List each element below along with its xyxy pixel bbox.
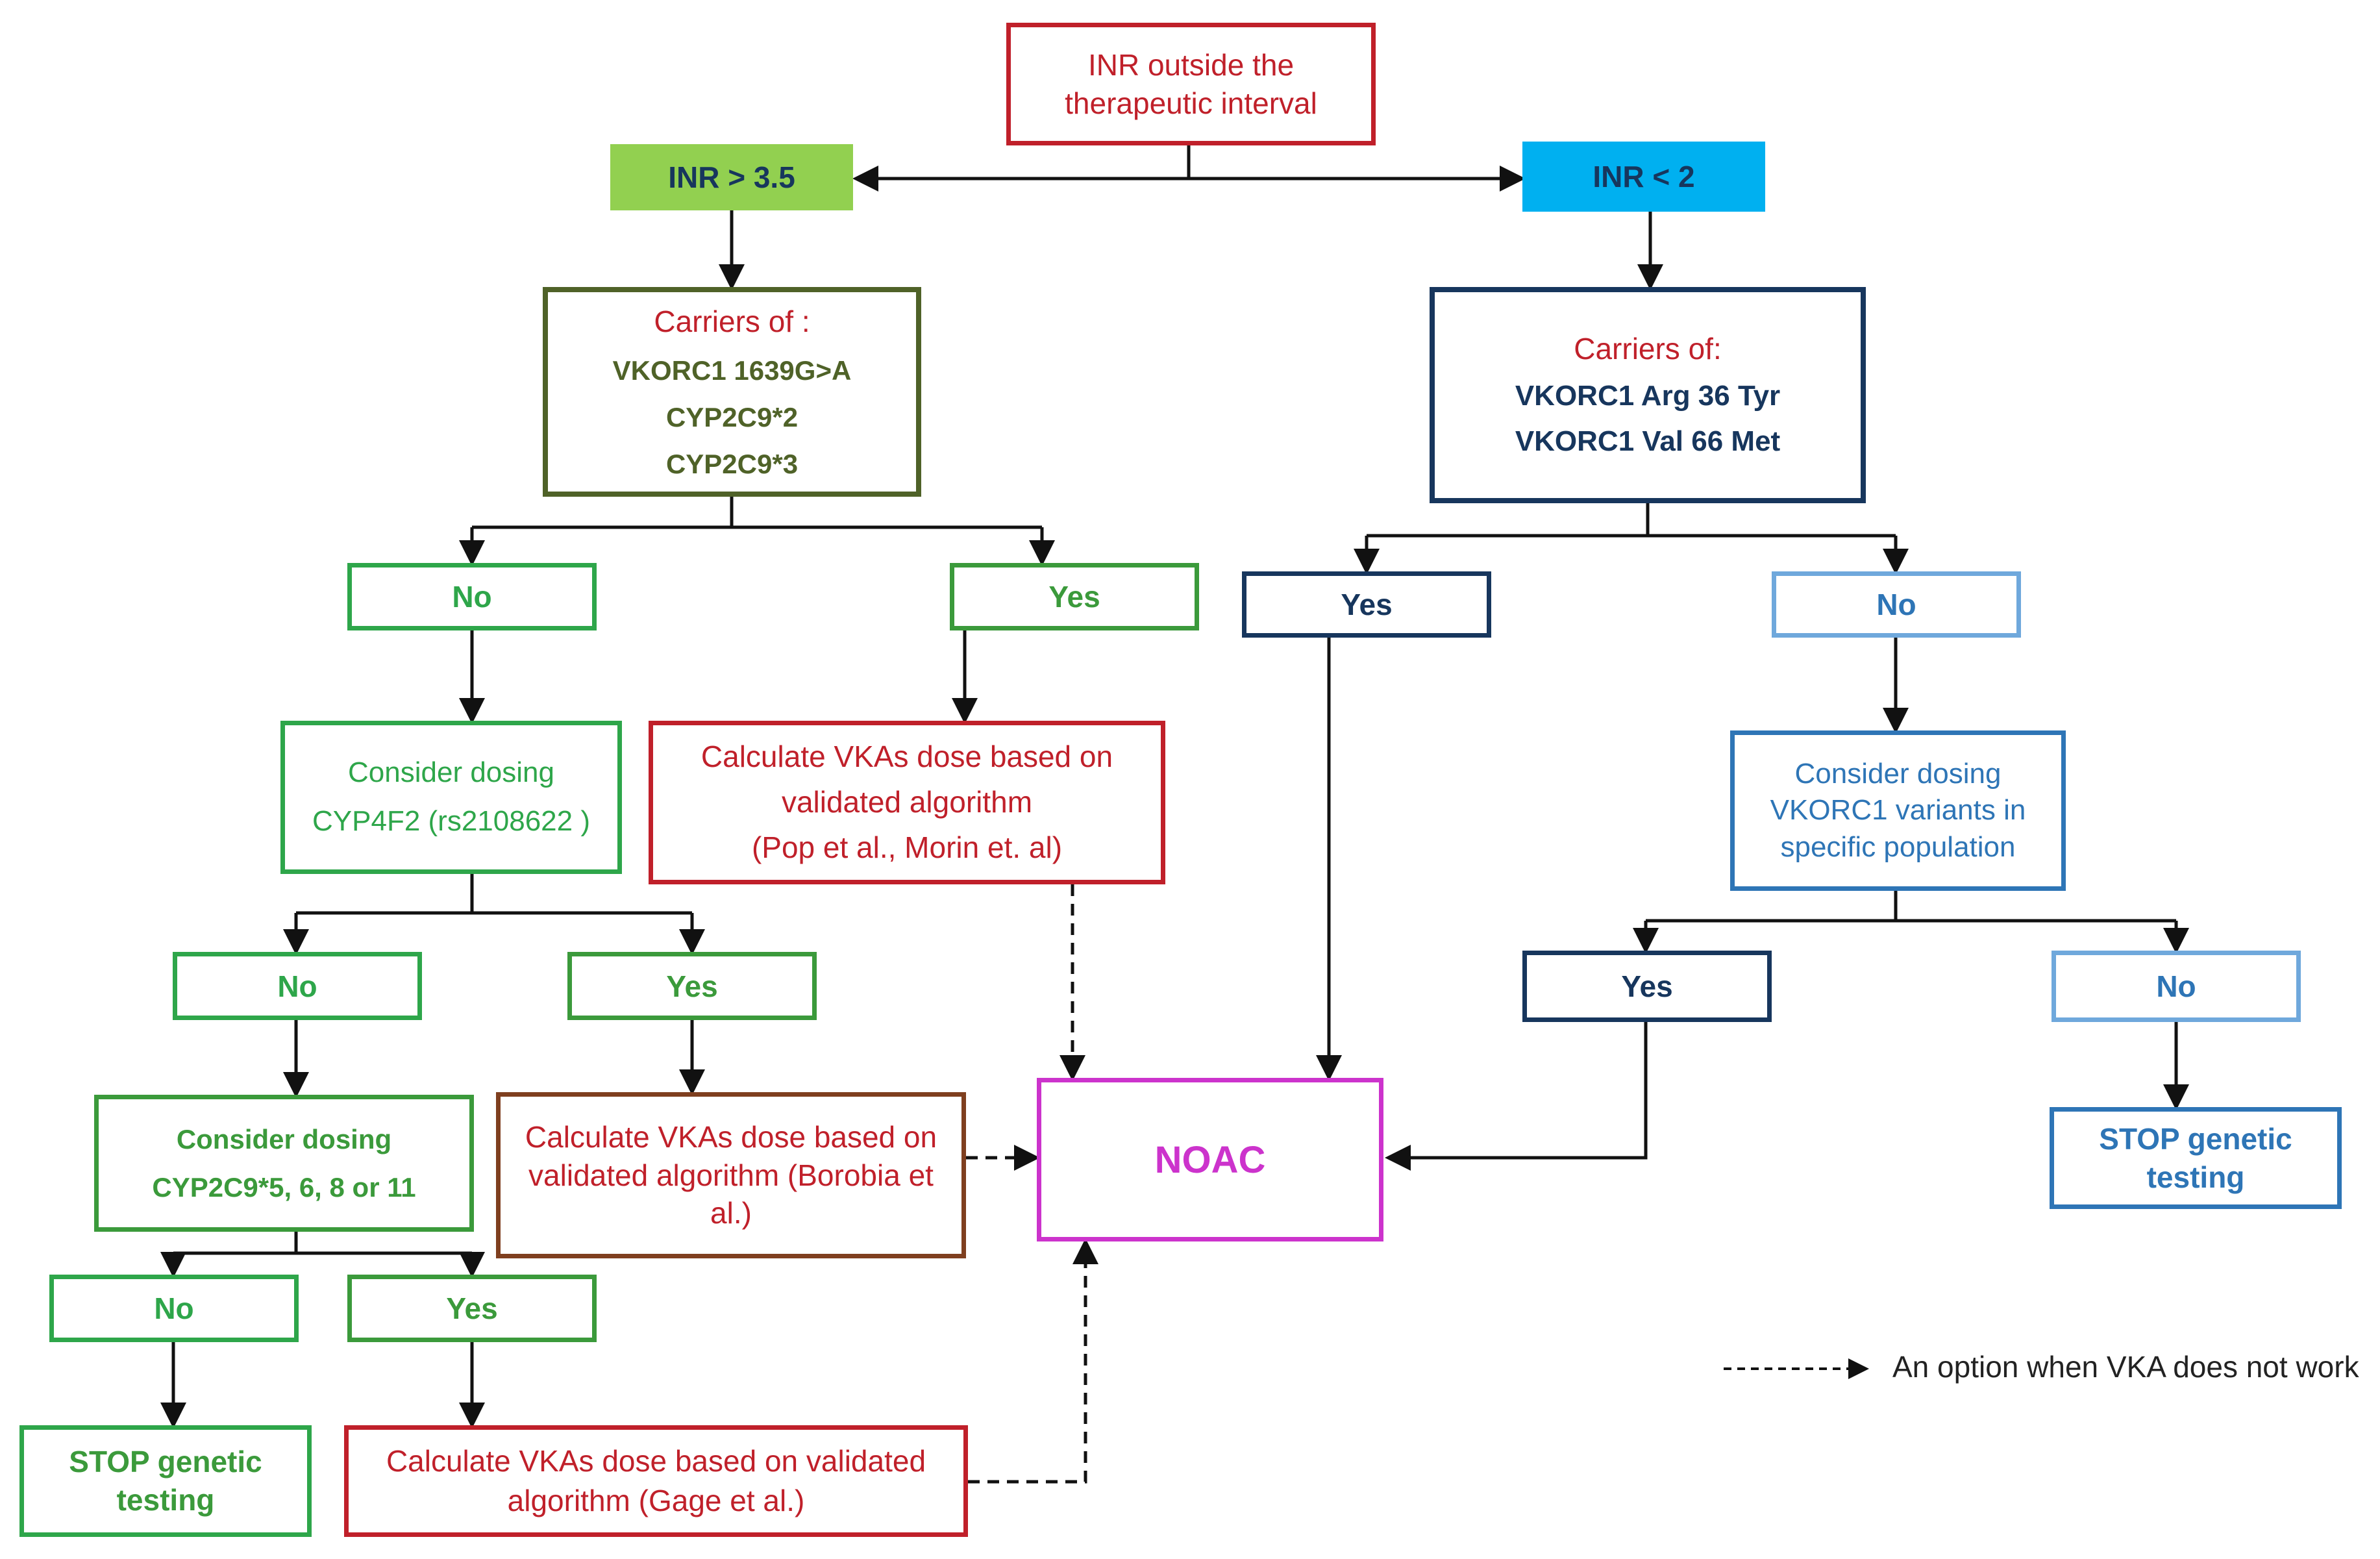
- node-text-line: No: [277, 969, 317, 1003]
- node-text-line: algorithm (Gage et al.): [507, 1484, 805, 1517]
- node-text-line: INR < 2: [1593, 160, 1695, 193]
- connector-yes-r2-noac: [1385, 1022, 1648, 1171]
- node-inr-outside: INR outside the therapeutic interval: [1006, 23, 1376, 145]
- legend-label: An option when VKA does not work: [1892, 1350, 2359, 1384]
- node-yes-r1: Yes: [1242, 571, 1491, 638]
- node-text-line: Yes: [666, 969, 718, 1003]
- node-no-r1: No: [1772, 571, 2021, 638]
- node-text-line: (Pop et al., Morin et. al): [751, 830, 1063, 864]
- node-text-line: CYP2C9*5, 6, 8 or 11: [152, 1171, 416, 1203]
- connector-carriers-right-split: [1367, 503, 1896, 538]
- node-text-line: VKORC1 Val 66 Met: [1515, 425, 1781, 458]
- node-calc-pop-morin: Calculate VKAs dose based on validated al…: [649, 721, 1165, 884]
- node-text-line: VKORC1 Arg 36 Tyr: [1515, 379, 1781, 412]
- node-text-line: NOAC: [1154, 1138, 1266, 1181]
- node-text-line: STOP genetic: [69, 1445, 262, 1479]
- node-text-line: INR outside the: [1087, 47, 1295, 82]
- node-text-line: CYP2C9*3: [665, 449, 799, 480]
- node-text-line: testing: [2146, 1160, 2245, 1194]
- node-yes-1: Yes: [950, 563, 1199, 630]
- node-text-line: No: [2156, 969, 2196, 1003]
- node-text-line: CYP2C9*2: [665, 401, 799, 432]
- node-text-line: Calculate VKAs dose based on: [525, 1119, 937, 1154]
- node-text-line: No: [154, 1291, 194, 1325]
- node-text-line: Calculate VKAs dose based on: [700, 740, 1113, 774]
- node-calc-borobia: Calculate VKAs dose based on validated al…: [496, 1092, 966, 1258]
- node-text-line: No: [452, 580, 492, 614]
- node-text-line: No: [1876, 588, 1916, 621]
- node-text-line: al.): [710, 1196, 752, 1230]
- node-text-line: Yes: [1048, 580, 1100, 614]
- node-text-line: Consider dosing: [176, 1124, 392, 1154]
- node-text-line: VKORC1 variants in: [1770, 794, 2026, 827]
- node-no-3: No: [49, 1275, 299, 1342]
- node-text-line: Yes: [446, 1291, 498, 1325]
- node-text-line: validated algorithm: [781, 785, 1033, 819]
- node-no-2: No: [173, 952, 422, 1020]
- connector-consider-cyp4f2-split: [296, 874, 692, 915]
- node-no-r2: No: [2052, 951, 2301, 1022]
- node-text-line: INR > 3.5: [668, 160, 795, 194]
- node-stop-genetic-testing-right: STOP genetic testing: [2050, 1107, 2342, 1209]
- node-stop-genetic-testing-left: STOP genetic testing: [19, 1425, 312, 1537]
- connector-consider-cyp2c9-split: [173, 1232, 472, 1255]
- node-yes-r2: Yes: [1522, 951, 1772, 1022]
- node-text-line: Carriers of :: [654, 304, 810, 338]
- node-text-line: Yes: [1341, 588, 1393, 621]
- node-text-line: STOP genetic: [2099, 1121, 2292, 1156]
- node-text-line: specific population: [1780, 830, 2016, 863]
- connector-carriers-left-split: [472, 497, 1042, 529]
- node-text-line: therapeutic interval: [1065, 86, 1317, 120]
- node-no-1: No: [347, 563, 597, 630]
- node-text-line: testing: [116, 1483, 215, 1517]
- node-inr-greater-3-5: INR > 3.5: [610, 144, 853, 210]
- node-text-line: Yes: [1621, 969, 1673, 1003]
- node-yes-2: Yes: [567, 952, 817, 1020]
- node-text-line: Carriers of:: [1574, 332, 1722, 366]
- dashed-gage-noac: [968, 1238, 1098, 1484]
- node-calc-gage: Calculate VKAs dose based on validated al…: [344, 1425, 968, 1537]
- node-text-line: VKORC1 1639G>A: [612, 355, 852, 386]
- node-text-line: validated algorithm (Borobia et: [528, 1158, 934, 1192]
- node-text-line: CYP4F2 (rs2108622 ): [312, 805, 590, 837]
- node-text-line: Consider dosing: [348, 756, 554, 789]
- node-text-line: Calculate VKAs dose based on validated: [386, 1444, 926, 1478]
- node-noac: NOAC: [1037, 1078, 1383, 1241]
- node-yes-3: Yes: [347, 1275, 597, 1342]
- node-inr-less-2: INR < 2: [1522, 142, 1765, 212]
- connector-consider-vkorc1-split: [1646, 891, 2176, 923]
- node-text-line: Consider dosing: [1794, 758, 2002, 790]
